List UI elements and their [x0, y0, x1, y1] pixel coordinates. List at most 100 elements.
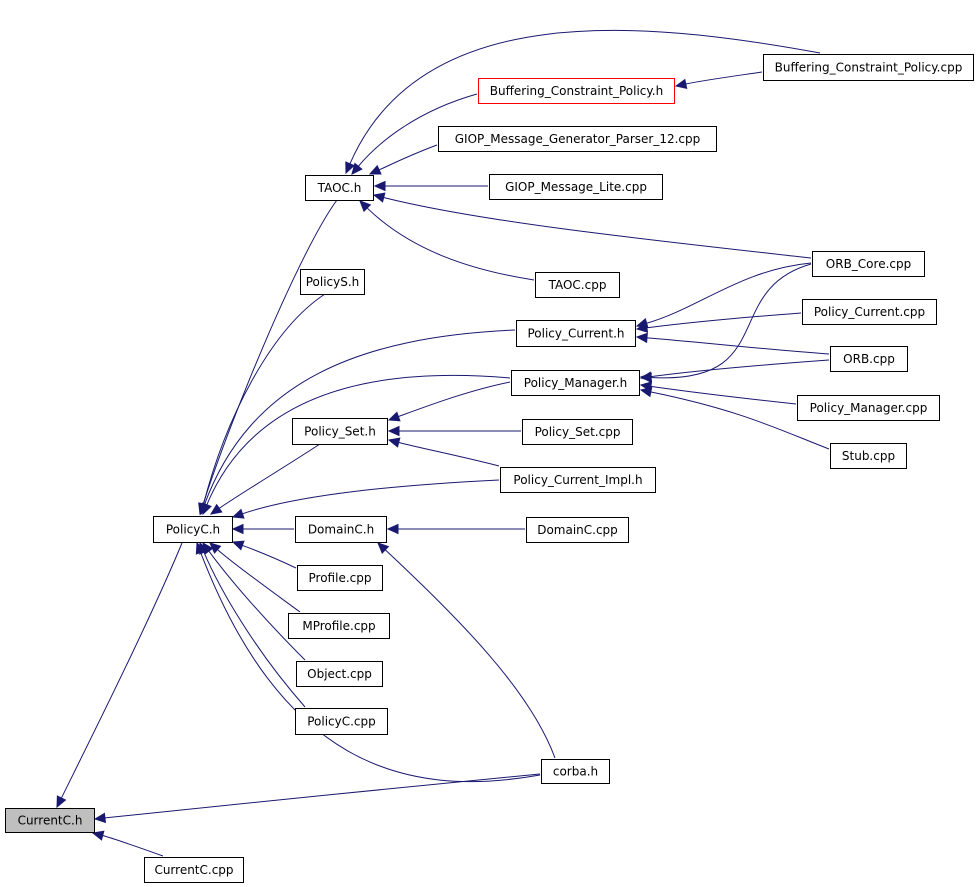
edge-giop-message-generator-parser-12-cpp-to-taoc-h-arrowhead	[368, 164, 382, 175]
edge-policy-set-h-to-policyc-h	[209, 443, 321, 515]
node-box-policy-manager-cpp[interactable]	[797, 395, 940, 421]
node-box-profile-cpp[interactable]	[297, 565, 383, 591]
node-box-buffering-constraint-policy-h[interactable]	[478, 78, 675, 104]
edge-buffering-constraint-policy-h-to-taoc-h-arrowhead	[351, 162, 363, 175]
node-policy-current-impl-h[interactable]: Policy_Current_Impl.h	[500, 467, 656, 493]
node-box-policy-manager-h[interactable]	[511, 370, 640, 396]
edge-buffering-constraint-policy-cpp-to-buffering-constraint-policy-h-arrowhead	[674, 78, 688, 90]
node-currentc-h[interactable]: CurrentC.h	[5, 808, 95, 833]
edge-buffering-constraint-policy-cpp-to-taoc-h-arrowhead	[345, 161, 355, 175]
node-mprofile-cpp[interactable]: MProfile.cpp	[288, 613, 390, 639]
edge-buffering-constraint-policy-h-to-taoc-h	[351, 93, 478, 175]
edge-orb-core-cpp-to-taoc-h-arrowhead	[372, 192, 386, 203]
edge-orb-core-cpp-to-policy-manager-h-line	[649, 263, 812, 379]
edge-taoc-cpp-to-taoc-h-line	[366, 206, 535, 281]
node-object-cpp[interactable]: Object.cpp	[296, 661, 383, 687]
edge-corba-h-to-currentc-h-line	[103, 773, 541, 819]
node-box-currentc-h[interactable]	[5, 808, 95, 833]
node-policyc-cpp[interactable]: PolicyC.cpp	[295, 708, 388, 735]
node-box-policy-current-h[interactable]	[516, 320, 636, 347]
node-label: GIOP_Message_Generator_Parser_12.cpp	[455, 132, 701, 146]
edge-currentc-cpp-to-currentc-h-arrowhead	[91, 830, 105, 841]
node-box-taoc-cpp[interactable]	[535, 272, 620, 298]
node-currentc-cpp[interactable]: CurrentC.cpp	[144, 857, 244, 883]
edge-policy-current-impl-h-to-policy-set-h-arrowhead	[387, 437, 401, 448]
node-box-policyc-cpp[interactable]	[295, 708, 388, 735]
edge-policy-set-h-to-policyc-h-line	[218, 443, 321, 510]
node-label: Policy_Current.cpp	[814, 305, 925, 319]
edge-taoc-h-to-policyc-h-line	[202, 199, 338, 506]
edge-policy-manager-h-to-policyc-h-line	[205, 374, 511, 506]
node-box-orb-core-cpp[interactable]	[812, 251, 925, 277]
node-policy-manager-h[interactable]: Policy_Manager.h	[511, 370, 640, 396]
edges-layer	[56, 29, 830, 857]
node-box-policy-current-cpp[interactable]	[802, 299, 937, 325]
node-buffering-constraint-policy-cpp[interactable]: Buffering_Constraint_Policy.cpp	[763, 54, 974, 81]
node-orb-core-cpp[interactable]: ORB_Core.cpp	[812, 251, 925, 277]
edge-policy-set-h-to-policyc-h-arrowhead	[209, 503, 223, 515]
node-box-corba-h[interactable]	[541, 759, 610, 784]
node-box-mprofile-cpp[interactable]	[288, 613, 390, 639]
node-buffering-constraint-policy-h[interactable]: Buffering_Constraint_Policy.h	[478, 78, 675, 104]
edge-buffering-constraint-policy-h-to-taoc-h-line	[357, 93, 478, 168]
node-policy-current-cpp[interactable]: Policy_Current.cpp	[802, 299, 937, 325]
edge-giop-message-lite-cpp-to-taoc-h-arrowhead	[373, 180, 386, 192]
node-profile-cpp[interactable]: Profile.cpp	[297, 565, 383, 591]
node-box-policys-h[interactable]	[300, 269, 365, 295]
edge-taoc-cpp-to-taoc-h	[359, 200, 535, 281]
node-policy-set-h[interactable]: Policy_Set.h	[292, 418, 388, 445]
node-box-domainc-cpp[interactable]	[526, 517, 629, 543]
node-box-policy-set-h[interactable]	[292, 418, 388, 445]
node-box-object-cpp[interactable]	[296, 661, 383, 687]
node-box-taoc-h[interactable]	[305, 175, 374, 201]
edge-orb-cpp-to-policy-current-h-arrowhead	[635, 332, 648, 344]
node-taoc-h[interactable]: TAOC.h	[305, 175, 374, 201]
node-label: PolicyC.h	[166, 523, 220, 537]
edge-buffering-constraint-policy-cpp-to-taoc-h-line	[349, 29, 821, 165]
node-label: Profile.cpp	[309, 571, 372, 585]
node-policyc-h[interactable]: PolicyC.h	[153, 516, 233, 543]
edge-policy-current-cpp-to-policy-current-h	[635, 312, 802, 333]
edge-policyc-h-to-currentc-h-arrowhead	[56, 795, 67, 809]
edge-policyc-h-to-currentc-h-line	[60, 542, 183, 800]
node-policy-set-cpp[interactable]: Policy_Set.cpp	[522, 419, 633, 445]
edge-corba-h-to-domainc-h	[377, 542, 556, 759]
node-orb-cpp[interactable]: ORB.cpp	[830, 346, 908, 372]
edge-policy-manager-h-to-policy-set-h	[387, 381, 511, 422]
edge-orb-core-cpp-to-taoc-h	[372, 192, 812, 259]
edge-giop-message-lite-cpp-to-taoc-h	[373, 180, 488, 192]
node-taoc-cpp[interactable]: TAOC.cpp	[535, 272, 620, 298]
node-box-buffering-constraint-policy-cpp[interactable]	[763, 54, 974, 81]
node-box-giop-message-generator-parser-12-cpp[interactable]	[438, 126, 717, 152]
node-label: Policy_Manager.cpp	[810, 401, 928, 415]
node-domainc-cpp[interactable]: DomainC.cpp	[526, 517, 629, 543]
edge-stub-cpp-to-policy-manager-h-line	[649, 391, 830, 450]
node-box-stub-cpp[interactable]	[830, 443, 907, 469]
edge-corba-h-to-domainc-h-arrowhead	[377, 542, 390, 555]
edge-buffering-constraint-policy-cpp-to-buffering-constraint-policy-h	[674, 71, 763, 90]
edge-policys-h-to-policyc-h-line	[202, 293, 326, 506]
node-policys-h[interactable]: PolicyS.h	[300, 269, 365, 295]
node-label: Policy_Current_Impl.h	[513, 473, 642, 487]
node-stub-cpp[interactable]: Stub.cpp	[830, 443, 907, 469]
node-box-policy-current-impl-h[interactable]	[500, 467, 656, 493]
node-box-policyc-h[interactable]	[153, 516, 233, 543]
node-label: Buffering_Constraint_Policy.cpp	[775, 61, 963, 75]
edge-mprofile-cpp-to-policyc-h	[209, 542, 301, 613]
node-corba-h[interactable]: corba.h	[541, 759, 610, 784]
node-box-currentc-cpp[interactable]	[144, 857, 244, 883]
node-domainc-h[interactable]: DomainC.h	[295, 516, 387, 543]
node-giop-message-lite-cpp[interactable]: GIOP_Message_Lite.cpp	[489, 174, 663, 200]
node-box-domainc-h[interactable]	[295, 516, 387, 543]
edge-object-cpp-to-policyc-h	[202, 542, 306, 661]
edge-giop-message-generator-parser-12-cpp-to-taoc-h-line	[378, 144, 438, 171]
node-box-policy-set-cpp[interactable]	[522, 419, 633, 445]
node-box-orb-cpp[interactable]	[830, 346, 908, 372]
node-giop-message-generator-parser-12-cpp[interactable]: GIOP_Message_Generator_Parser_12.cpp	[438, 126, 717, 152]
edge-policy-current-cpp-to-policy-current-h-arrowhead	[635, 322, 649, 333]
node-policy-manager-cpp[interactable]: Policy_Manager.cpp	[797, 395, 940, 421]
node-box-giop-message-lite-cpp[interactable]	[489, 174, 663, 200]
node-label: Policy_Set.cpp	[535, 425, 621, 439]
node-policy-current-h[interactable]: Policy_Current.h	[516, 320, 636, 347]
